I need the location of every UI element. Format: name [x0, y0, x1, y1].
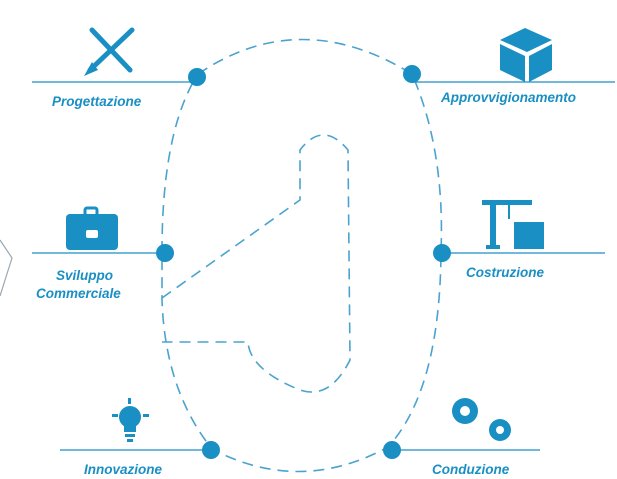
- label-approvvigionamento: Approvvigionamento: [441, 90, 577, 105]
- label-innovazione: Innovazione: [84, 462, 163, 477]
- dot-innovazione: [202, 441, 220, 459]
- lightbulb-icon: [112, 398, 149, 442]
- gears-icon: [452, 398, 511, 441]
- box-icon: [500, 28, 552, 82]
- dot-costruzione: [433, 244, 451, 262]
- dot-approvvigionamento: [403, 65, 421, 83]
- connector-dots: [156, 65, 451, 459]
- outer-loop: [161, 38, 443, 473]
- dot-conduzione: [383, 441, 401, 459]
- label-conduzione: Conduzione: [432, 462, 510, 477]
- briefcase-icon: [66, 206, 118, 250]
- dashed-path: [161, 38, 443, 473]
- pencil-tip: [84, 62, 98, 76]
- connector-lines: [32, 81, 615, 451]
- pencil-ruler-icon: [87, 27, 135, 73]
- inner-shape: [161, 134, 351, 393]
- label-costruzione: Costruzione: [466, 265, 545, 280]
- edge-decoration: [0, 239, 13, 297]
- dot-sviluppo: [156, 244, 174, 262]
- label-progettazione: Progettazione: [52, 94, 142, 109]
- label-sviluppo-line2: Commerciale: [36, 286, 121, 301]
- label-sviluppo-line1: Sviluppo: [56, 268, 113, 283]
- crane-building-icon: [482, 200, 544, 249]
- dot-progettazione: [188, 68, 206, 86]
